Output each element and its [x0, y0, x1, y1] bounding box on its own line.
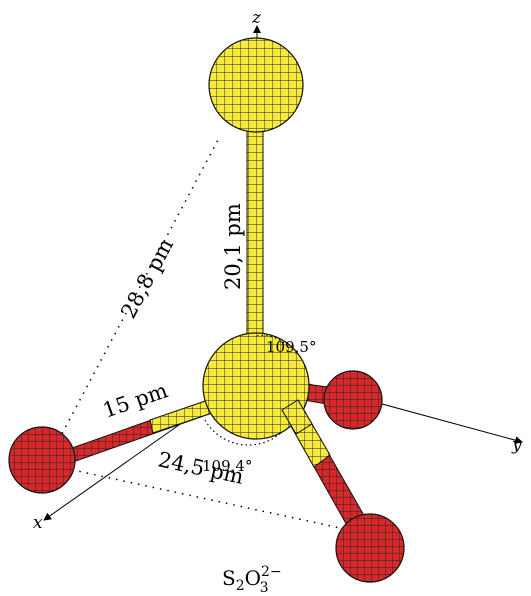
z-axis-label: z	[251, 8, 262, 28]
s-o-dotted-guide	[47, 139, 219, 461]
formula-s: S	[222, 566, 236, 590]
s-s-bond-label: 20,1 pm	[221, 203, 245, 290]
oxygen-atom-front	[335, 513, 405, 583]
angle-arc-top	[256, 334, 290, 349]
formula-charge: 2−	[261, 564, 282, 580]
s-o-bond-front-overlap	[281, 399, 313, 435]
bonds	[51, 99, 379, 553]
s-o-distance-label: 28,8 pm	[116, 234, 178, 322]
angle-arc-bottom	[204, 419, 283, 446]
oxygen-atom-right	[323, 370, 383, 430]
sulfur-atom-center	[202, 332, 310, 440]
angle-top-label: 109,5°	[266, 338, 316, 356]
atoms	[8, 37, 405, 583]
oxygen-atom-left	[8, 426, 76, 494]
angle-bottom-label: 109,4°	[202, 457, 252, 475]
s-s-bond	[246, 99, 264, 356]
x-axis-label: x	[33, 513, 43, 533]
formula-o-subscript: 3	[260, 580, 269, 596]
sulfur-atom-top	[208, 37, 304, 133]
distance-guides	[47, 139, 341, 529]
formula-s-subscript: 2	[236, 578, 245, 594]
y-axis-label: y	[511, 435, 522, 455]
formula: S2O2−3	[222, 564, 282, 596]
angle-arcs	[204, 334, 290, 446]
formula-o: O	[245, 566, 261, 590]
